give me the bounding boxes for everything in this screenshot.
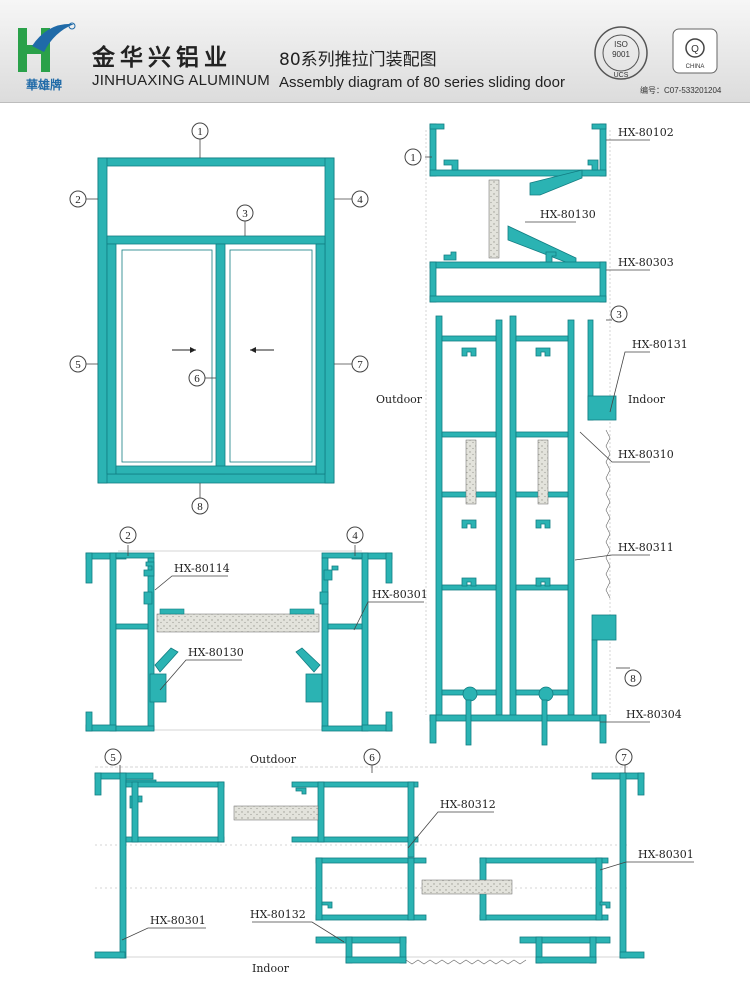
callout-markers: 1 2 3 4 5 6 7 8 1 3 8 2 4 5 6 7 [69, 122, 642, 766]
svg-text:7: 7 [621, 752, 627, 764]
callout-2-left: 2 [69, 190, 87, 208]
callout-8-section: 8 [624, 669, 642, 687]
label-hx80131: HX-80131 [632, 338, 688, 351]
label-hx80130-section: HX-80130 [540, 208, 596, 221]
label-hx80301-sill-right: HX-80301 [638, 848, 694, 861]
svg-text:7: 7 [357, 359, 363, 371]
callout-5-left: 5 [69, 355, 87, 373]
callout-1-section: 1 [404, 148, 422, 166]
callout-6-sill: 6 [363, 748, 381, 766]
label-hx80303: HX-80303 [618, 256, 674, 269]
label-hx80304: HX-80304 [626, 708, 682, 721]
callout-5-sill: 5 [104, 748, 122, 766]
callout-4-head: 4 [346, 526, 364, 544]
svg-text:5: 5 [75, 359, 81, 371]
svg-text:2: 2 [125, 530, 131, 542]
callout-3-section: 3 [610, 305, 628, 323]
label-hx80312: HX-80312 [440, 798, 496, 811]
elevation-view [86, 139, 352, 498]
label-hx80311: HX-80311 [618, 541, 674, 554]
logo-chars: 華雄牌 [25, 78, 62, 92]
svg-text:8: 8 [197, 501, 203, 513]
svg-text:4: 4 [357, 194, 363, 206]
callout-7-right: 7 [351, 355, 369, 373]
header-banner: 華雄牌 金华兴铝业 JINHUAXING ALUMINUM 80系列推拉门装配图… [0, 0, 750, 103]
callout-1-top: 1 [191, 122, 209, 140]
callout-4-right: 4 [351, 190, 369, 208]
callout-3-mid: 3 [236, 204, 254, 222]
head-jamb-section [85, 545, 424, 732]
label-hx80132: HX-80132 [250, 908, 306, 921]
svg-text:1: 1 [197, 126, 203, 138]
sill-section [94, 765, 694, 965]
iso-text-1: ISO [614, 40, 628, 49]
callout-6-center: 6 [188, 369, 206, 387]
callout-2-head: 2 [119, 526, 137, 544]
iso-badge-icon: ISO 9001 UCS [594, 26, 648, 80]
svg-text:5: 5 [110, 752, 116, 764]
iso-text-2: 9001 [612, 50, 630, 59]
iso-text-3: UCS [614, 72, 629, 79]
side-outdoor-section: Outdoor [376, 393, 423, 406]
callout-7-sill: 7 [615, 748, 633, 766]
label-hx80301-head: HX-80301 [372, 588, 428, 601]
side-indoor-section: Indoor [628, 393, 666, 406]
svg-text:6: 6 [194, 373, 200, 385]
company-name-en: JINHUAXING ALUMINUM [92, 72, 270, 89]
diagram-title-en: Assembly diagram of 80 series sliding do… [279, 74, 565, 91]
diagram-title-cn: 80系列推拉门装配图 [279, 50, 437, 70]
svg-text:3: 3 [616, 309, 622, 321]
label-hx80130-head: HX-80130 [188, 646, 244, 659]
svg-text:1: 1 [410, 152, 416, 164]
svg-text:6: 6 [369, 752, 375, 764]
label-hx80114: HX-80114 [174, 562, 230, 575]
svg-text:2: 2 [75, 194, 81, 206]
label-hx80102: HX-80102 [618, 126, 674, 139]
cert-mark: Q [691, 44, 699, 55]
vertical-section [425, 123, 650, 746]
svg-text:8: 8 [630, 673, 636, 685]
china-cert-icon: Q CHINA [672, 28, 718, 74]
cert-mark-sub: CHINA [686, 64, 705, 70]
side-outdoor-sill: Outdoor [250, 753, 297, 766]
certificate-number: 编号：C07-533201204 [640, 86, 722, 95]
label-hx80310: HX-80310 [618, 448, 674, 461]
svg-text:4: 4 [352, 530, 358, 542]
company-name-cn: 金华兴铝业 [92, 45, 232, 71]
svg-text:3: 3 [242, 208, 248, 220]
callout-8-bottom: 8 [191, 497, 209, 515]
part-labels: HX-80102 HX-80130 HX-80303 HX-80131 HX-8… [150, 126, 694, 975]
company-logo-icon [18, 22, 76, 72]
label-hx80301-sill-left: HX-80301 [150, 914, 206, 927]
side-indoor-sill: Indoor [252, 962, 290, 975]
